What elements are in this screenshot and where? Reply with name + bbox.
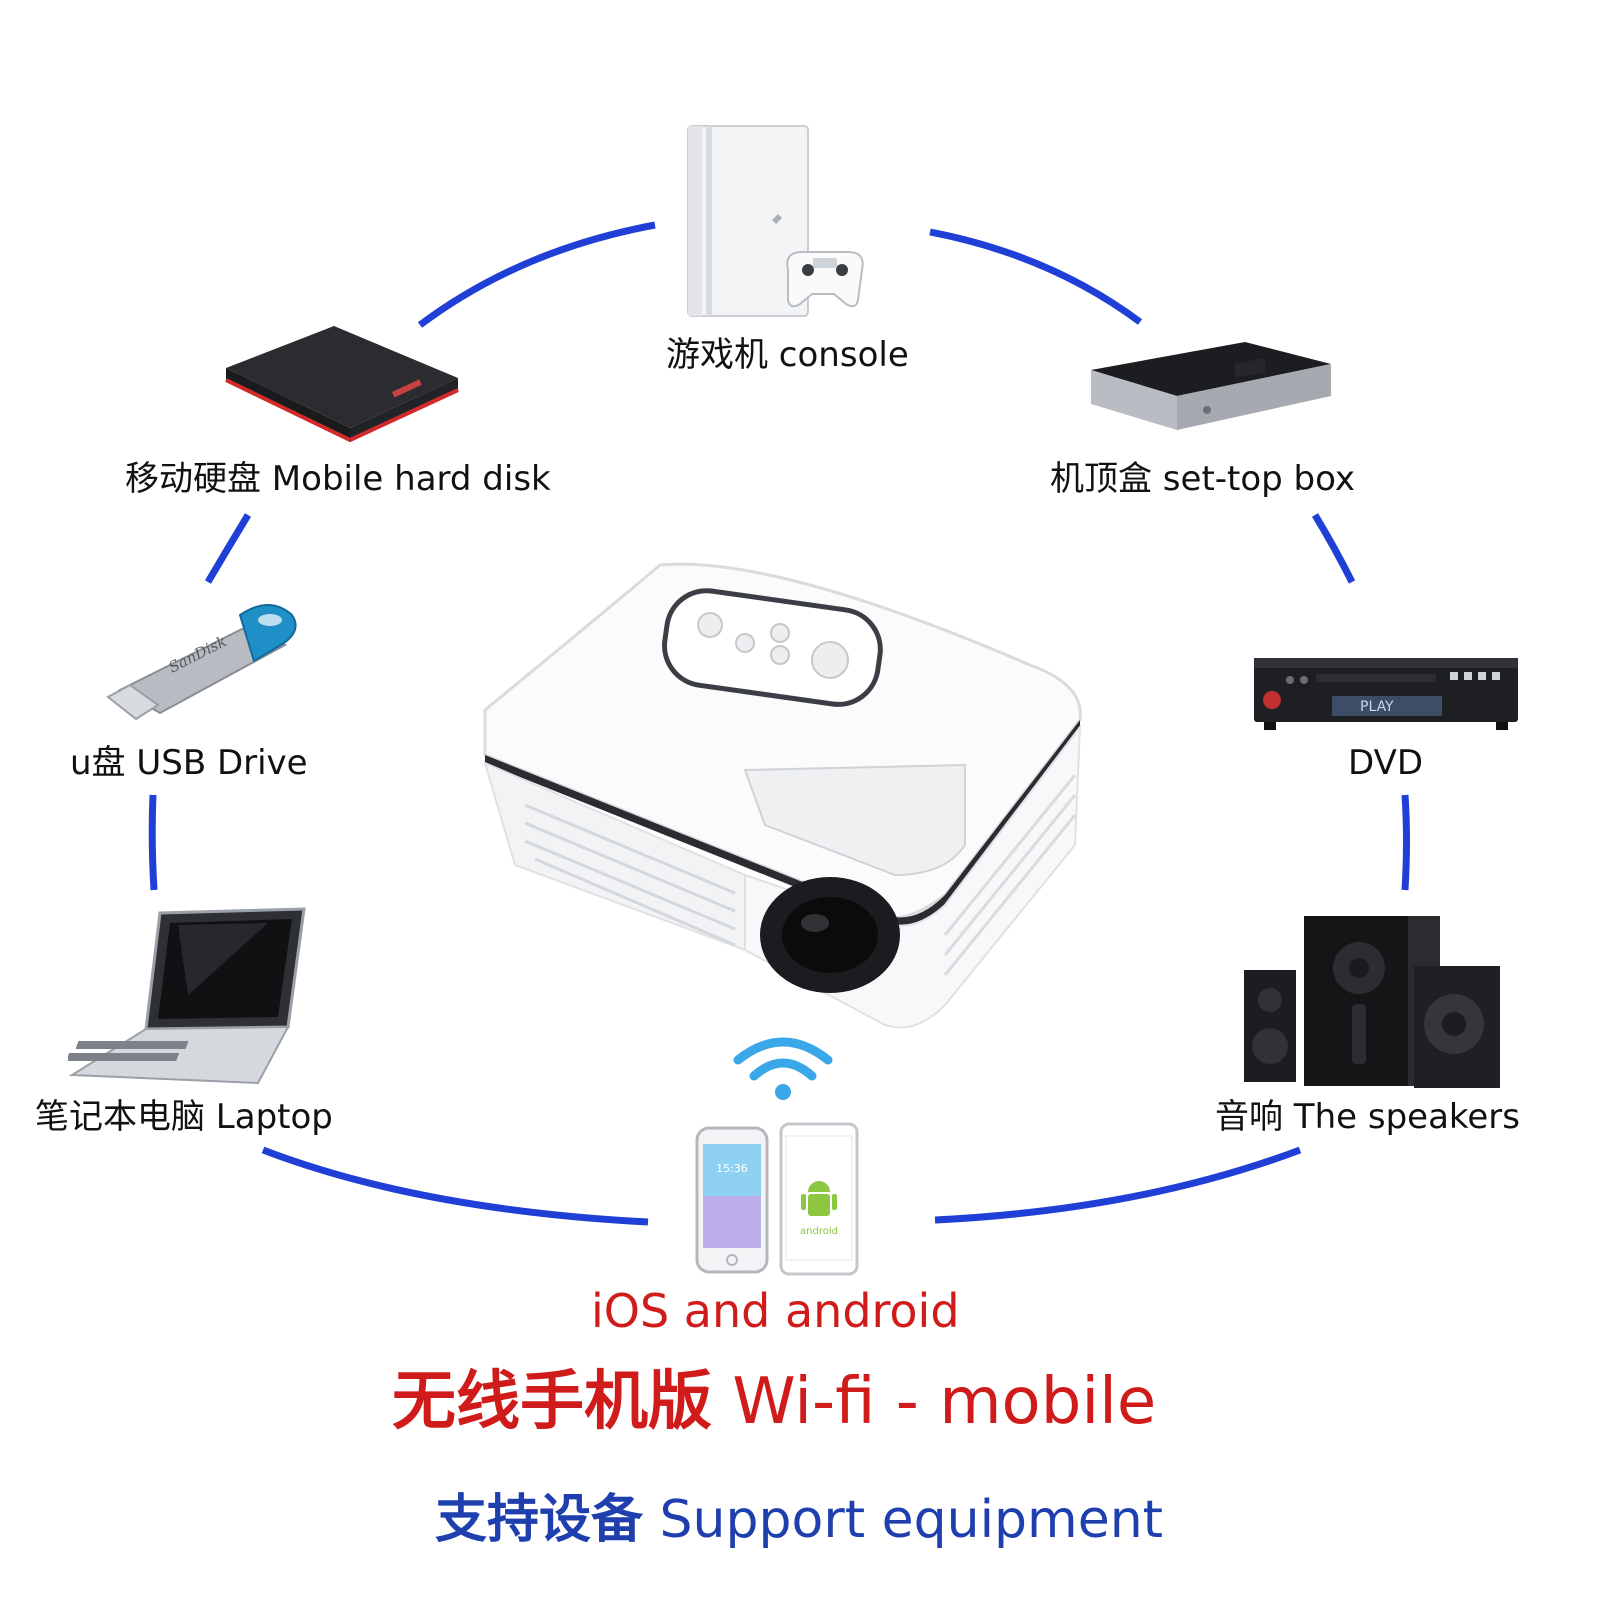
- arc-top-left: [417, 221, 656, 328]
- usb-drive-icon: SanDisk: [106, 604, 297, 721]
- hard-disk-icon: [225, 326, 459, 442]
- game-console-icon: [687, 125, 864, 317]
- laptop-label: 笔记本电脑 Laptop: [35, 1097, 333, 1137]
- support-caption-cn: 支持设备: [435, 1490, 644, 1550]
- dvd-player-icon: PLAY: [1254, 658, 1518, 730]
- speakers-icon: [1244, 916, 1500, 1088]
- ios-time-text: 15:36: [716, 1162, 748, 1175]
- laptop-icon: [68, 907, 306, 1085]
- arc-bottom-right: [934, 1146, 1302, 1224]
- arc-right-middle: [1401, 794, 1410, 891]
- speakers-label: 音响 The speakers: [1215, 1097, 1520, 1137]
- projector-icon: [483, 562, 1082, 1029]
- hard-disk-label: 移动硬盘 Mobile hard disk: [125, 459, 551, 499]
- arc-bottom-left: [261, 1146, 649, 1226]
- wifi-icon: [733, 1037, 833, 1100]
- dvd-label: DVD: [1348, 743, 1424, 783]
- arc-left-upper: [204, 513, 251, 584]
- dvd-screen-text: PLAY: [1360, 699, 1394, 715]
- wifi-caption: 无线手机版 Wi-fi - mobile: [392, 1370, 1156, 1434]
- android-text: android: [800, 1226, 838, 1237]
- usb-drive-label: u盘 USB Drive: [70, 743, 308, 783]
- wifi-caption-cn: 无线手机版: [392, 1365, 712, 1439]
- set-top-box-icon: [1091, 342, 1331, 430]
- platforms-caption: iOS and android: [591, 1284, 960, 1338]
- arc-right-upper: [1312, 513, 1356, 584]
- wifi-caption-en: Wi-fi - mobile: [732, 1365, 1157, 1439]
- console-label: 游戏机 console: [666, 335, 909, 375]
- phones-icon: 15:36 android: [695, 1122, 859, 1276]
- arc-left-middle: [148, 794, 158, 891]
- support-caption-en: Support equipment: [659, 1490, 1164, 1550]
- support-caption: 支持设备 Support equipment: [435, 1494, 1163, 1546]
- arc-top-right: [929, 228, 1143, 325]
- set-top-box-label: 机顶盒 set-top box: [1050, 459, 1356, 499]
